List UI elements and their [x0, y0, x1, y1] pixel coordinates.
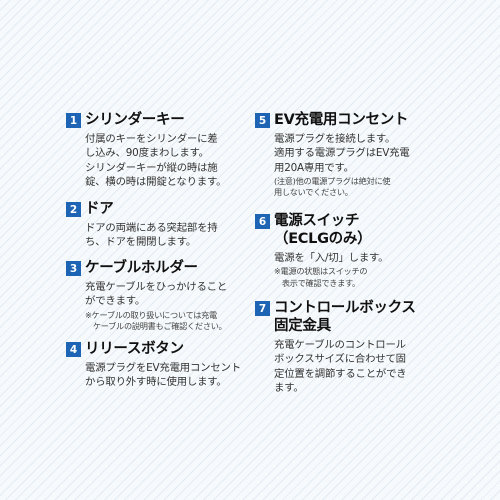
feature-title: シリンダーキー: [85, 112, 185, 128]
feature-description: 電源プラグを接続します。 適用する電源プラグはEV充電 用20A専用です。: [274, 133, 410, 174]
feature-title: 電源スイッチ （ECLGのみ）: [274, 213, 372, 247]
feature-title: コントロールボックス 固定金具: [274, 300, 416, 334]
number-badge: 6: [255, 214, 270, 229]
feature-heading: 5 EV充電用コンセント: [255, 111, 445, 129]
feature-title: リリースボタン: [85, 341, 184, 357]
feature-title: ドア: [85, 201, 114, 217]
number-badge: 4: [66, 342, 81, 357]
feature-description: 充電ケーブルのコントロール ボックスサイズに合わせて固 定位置を調節することがで…: [274, 339, 407, 394]
feature-item-door: 2 ドア ドアの両端にある突起部を持 ち、ドアを開閉します。: [66, 200, 251, 250]
number-badge: 2: [66, 202, 81, 217]
number-badge: 1: [66, 113, 81, 128]
feature-description: 電源を「入/切」します。: [274, 252, 389, 264]
feature-item-control-box-bracket: 7 コントロールボックス 固定金具 充電ケーブルのコントロール ボックスサイズに…: [255, 299, 445, 395]
feature-heading: 3 ケーブルホルダー: [66, 259, 251, 277]
feature-heading: 7 コントロールボックス 固定金具: [255, 299, 445, 335]
feature-heading: 1 シリンダーキー: [66, 111, 251, 129]
feature-description: 充電ケーブルをひっかけること ができます。: [85, 281, 228, 308]
feature-title: EV充電用コンセント: [274, 112, 409, 128]
feature-heading: 2 ドア: [66, 200, 251, 218]
feature-heading: 6 電源スイッチ （ECLGのみ）: [255, 212, 445, 248]
number-badge: 7: [255, 301, 270, 316]
feature-note: ※ケーブルの取り扱いについては充電 ケーブルの説明書もご確認ください。: [85, 309, 227, 332]
feature-item-ev-outlet: 5 EV充電用コンセント 電源プラグを接続します。 適用する電源プラグはEV充電…: [255, 111, 445, 199]
feature-item-power-switch: 6 電源スイッチ （ECLGのみ） 電源を「入/切」します。 ※電源の状態はスイ…: [255, 212, 445, 289]
feature-title: ケーブルホルダー: [85, 260, 198, 276]
feature-description: ドアの両端にある突起部を持 ち、ドアを開閉します。: [85, 222, 218, 249]
feature-item-release-button: 4 リリースボタン 電源プラグをEV充電用コンセント から取り外す時に使用します…: [66, 340, 251, 390]
feature-description: 付属のキーをシリンダーに差 し込み、90度まわします。 シリンダーキーが縦の時は…: [85, 133, 227, 188]
feature-note: (注意)他の電源プラグは絶対に使 用しないでください。: [274, 175, 391, 198]
feature-item-cable-holder: 3 ケーブルホルダー 充電ケーブルをひっかけること ができます。 ※ケーブルの取…: [66, 259, 251, 333]
feature-description: 電源プラグをEV充電用コンセント から取り外す時に使用します。: [85, 362, 241, 389]
feature-note: ※電源の状態はスイッチの 表示で確認できます。: [274, 266, 368, 288]
feature-heading: 4 リリースボタン: [66, 340, 251, 358]
feature-item-cylinder-key: 1 シリンダーキー 付属のキーをシリンダーに差 し込み、90度まわします。 シリ…: [66, 111, 251, 189]
number-badge: 3: [66, 261, 81, 276]
number-badge: 5: [255, 113, 270, 128]
